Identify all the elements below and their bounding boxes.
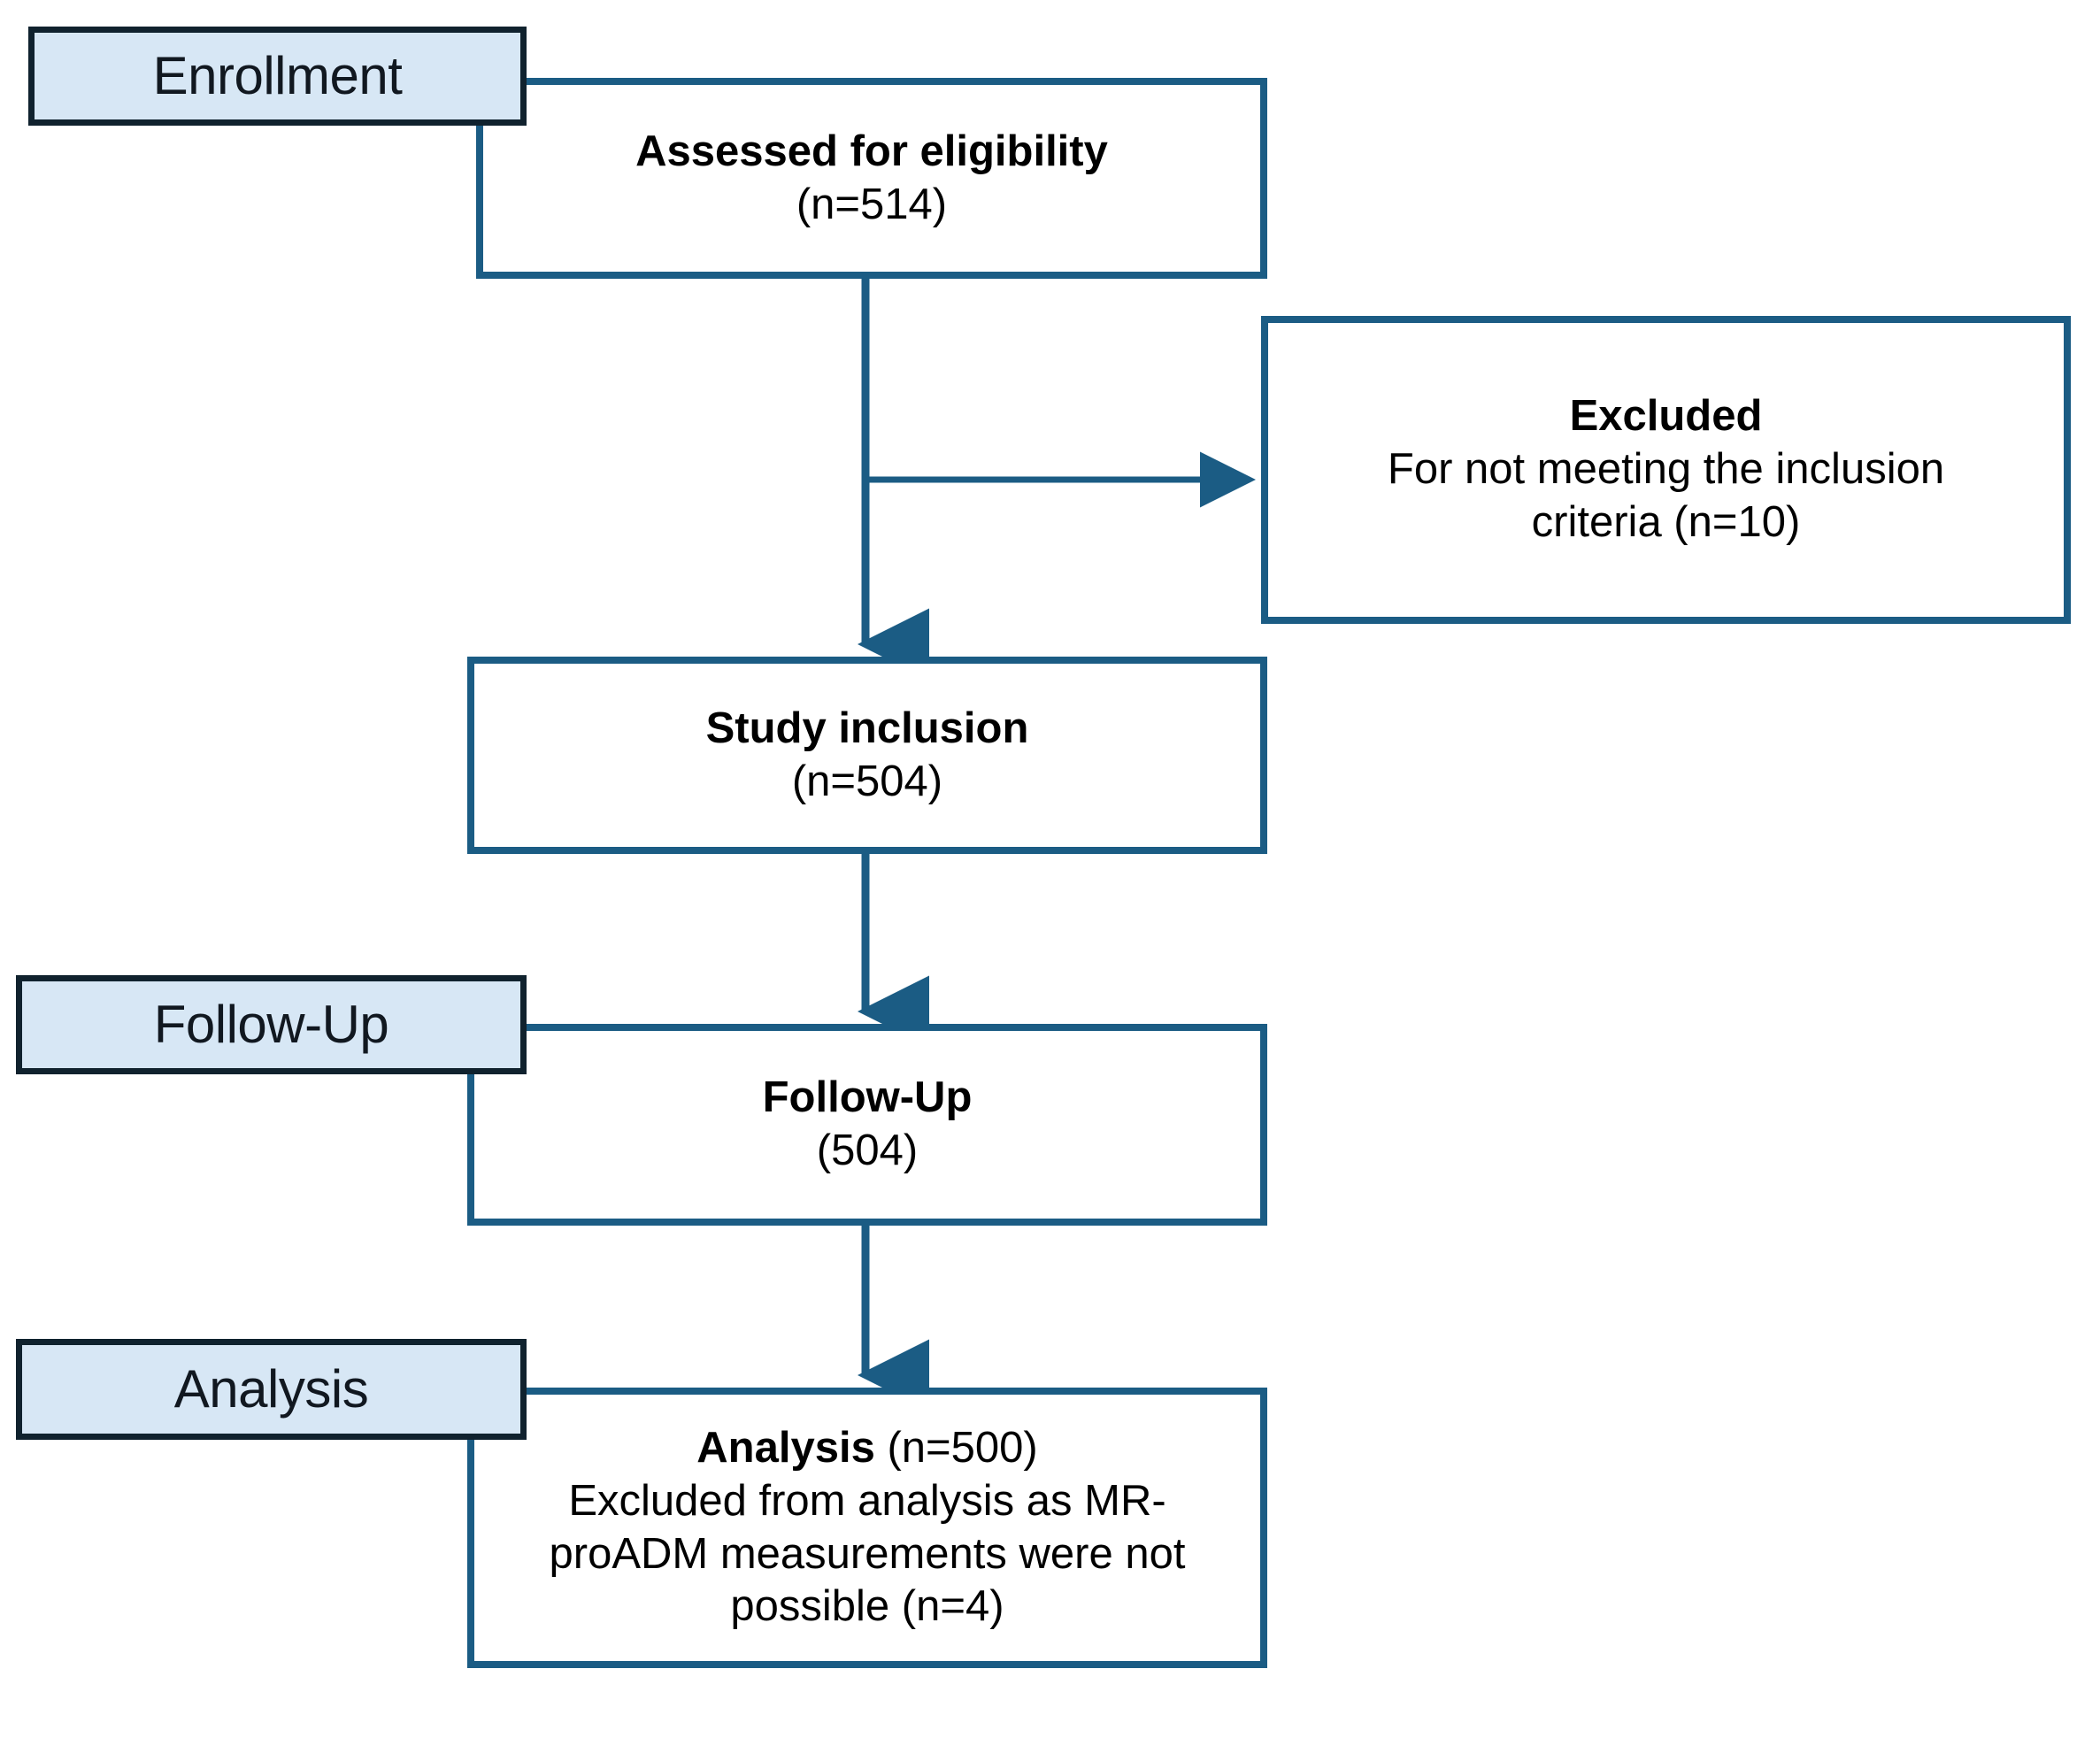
node-analysis-title-line: Analysis (n=500) bbox=[550, 1422, 1186, 1475]
stage-label-follow-up: Follow-Up bbox=[16, 975, 527, 1074]
node-excluded-title: Excluded bbox=[1569, 392, 1763, 441]
node-analysis-detail-1: Excluded from analysis as MR- bbox=[568, 1476, 1166, 1525]
node-analysis: Analysis (n=500) Excluded from analysis … bbox=[467, 1388, 1267, 1668]
node-study-inclusion-title: Study inclusion bbox=[705, 704, 1029, 752]
node-analysis-detail-2: proADM measurements were not bbox=[549, 1529, 1186, 1578]
node-study-inclusion-text: Study inclusion (n=504) bbox=[683, 703, 1052, 809]
node-assessed-text: Assessed for eligibility (n=514) bbox=[612, 126, 1131, 232]
stage-label-follow-up-text: Follow-Up bbox=[153, 995, 389, 1054]
node-excluded-text: Excluded For not meeting the inclusion c… bbox=[1365, 390, 1967, 549]
stage-label-enrollment-text: Enrollment bbox=[152, 46, 403, 105]
node-study-inclusion: Study inclusion (n=504) bbox=[467, 657, 1267, 854]
node-excluded-detail-2: criteria (n=10) bbox=[1531, 497, 1801, 546]
node-analysis-title: Analysis bbox=[696, 1423, 875, 1472]
stage-label-analysis-text: Analysis bbox=[173, 1359, 369, 1419]
node-assessed-for-eligibility: Assessed for eligibility (n=514) bbox=[476, 78, 1267, 279]
stage-label-enrollment: Enrollment bbox=[28, 27, 527, 126]
node-analysis-title-suffix: (n=500) bbox=[874, 1423, 1038, 1472]
node-analysis-detail-3: possible (n=4) bbox=[730, 1582, 1004, 1631]
node-follow-up: Follow-Up (504) bbox=[467, 1024, 1267, 1226]
stage-label-analysis: Analysis bbox=[16, 1339, 527, 1440]
node-follow-up-title: Follow-Up bbox=[762, 1073, 973, 1122]
node-follow-up-count: (504) bbox=[816, 1127, 919, 1174]
node-excluded: Excluded For not meeting the inclusion c… bbox=[1261, 316, 2071, 624]
node-assessed-title: Assessed for eligibility bbox=[635, 127, 1108, 175]
node-analysis-text: Analysis (n=500) Excluded from analysis … bbox=[527, 1422, 1209, 1634]
node-study-inclusion-count: (n=504) bbox=[791, 757, 943, 805]
node-follow-up-text: Follow-Up (504) bbox=[740, 1072, 996, 1178]
node-excluded-detail-1: For not meeting the inclusion bbox=[1387, 445, 1945, 494]
node-assessed-count: (n=514) bbox=[796, 180, 948, 228]
